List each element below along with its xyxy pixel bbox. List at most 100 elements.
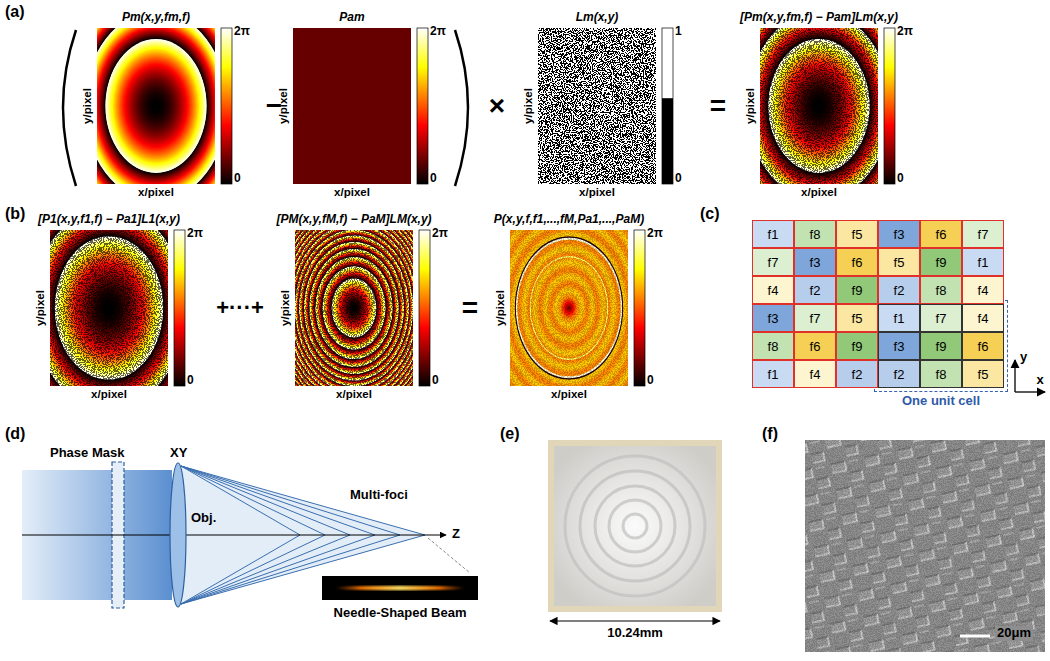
phase-image (137, 80, 176, 131)
phase-image (510, 230, 628, 386)
phase-image (50, 230, 168, 386)
phase-image (50, 230, 168, 386)
phase-image (127, 67, 186, 145)
phase-image (130, 72, 182, 140)
phase-image (760, 28, 878, 184)
phase-image (760, 28, 878, 184)
phase-image (139, 84, 173, 129)
phase-image (760, 28, 878, 184)
phase-image (97, 28, 215, 184)
phase-image (50, 230, 168, 386)
phase-image (295, 230, 413, 386)
phase-image (295, 230, 413, 386)
phase-image (761, 29, 878, 183)
phase-image (295, 230, 413, 386)
axis-label: x/pixel (336, 388, 372, 401)
phase-image (510, 230, 628, 386)
phase-image (97, 28, 215, 184)
cell-label: f1 (978, 256, 989, 269)
phase-image (510, 230, 628, 386)
optical-setup (22, 535, 446, 536)
phase-image (510, 230, 628, 386)
phase-image (97, 28, 215, 184)
phase-image (295, 230, 413, 386)
axis-label: y/pixel (81, 88, 94, 124)
phase-image (295, 230, 413, 386)
phase-image (148, 95, 165, 117)
phase-image (111, 47, 200, 165)
grid-cell: f9 (920, 332, 962, 360)
phase-image (510, 230, 628, 386)
phase-image (110, 45, 203, 168)
sem-image (805, 440, 1045, 652)
phase-image (116, 53, 197, 160)
component-label: Needle-Shaped Beam (334, 606, 467, 621)
cell-label: f1 (768, 228, 779, 241)
phase-image (149, 97, 162, 115)
phase-image (145, 91, 167, 120)
phase-image (295, 230, 413, 386)
operator-symbol: × (489, 90, 505, 122)
phase-image (510, 230, 628, 386)
phase-image (295, 230, 413, 386)
phase-image (50, 230, 168, 386)
phase-image (50, 230, 168, 386)
phase-image (295, 230, 413, 386)
phase-image (97, 28, 215, 184)
phase-image (760, 28, 878, 184)
grid-cell: f6 (920, 220, 962, 248)
cell-label: f6 (978, 340, 989, 353)
phase-image (510, 230, 628, 386)
phase-image (50, 230, 168, 386)
phase-image (51, 231, 168, 385)
colorbar (634, 230, 645, 386)
phase-image (50, 230, 168, 386)
phase-image (510, 230, 628, 386)
phase-image (295, 230, 413, 386)
phase-image (132, 74, 181, 139)
phase-image (295, 230, 413, 386)
colorbar (419, 230, 430, 386)
phase-image (760, 28, 878, 184)
phase-image (295, 230, 413, 386)
phase-image (760, 28, 878, 184)
colorbar-tick: 0 (897, 172, 904, 186)
phase-image (50, 230, 168, 386)
cell-label: f5 (894, 256, 905, 269)
phase-image (104, 37, 209, 176)
phase-image (97, 28, 215, 184)
phase-image (510, 230, 628, 386)
phase-image (760, 28, 878, 184)
phase-image (50, 230, 168, 386)
phase-image (510, 230, 628, 386)
phase-image (137, 81, 175, 132)
phase-image (138, 82, 175, 131)
phase-image (119, 57, 193, 155)
phase-image (295, 230, 413, 386)
phase-image (97, 28, 215, 184)
phase-image (510, 230, 628, 386)
cell-label: f6 (852, 256, 863, 269)
phase-image (148, 96, 164, 117)
phase-image (140, 84, 173, 127)
phase-image (295, 230, 413, 386)
phase-image (50, 230, 168, 386)
phase-image (97, 28, 215, 184)
cell-label: f7 (768, 256, 779, 269)
phase-image (510, 230, 628, 386)
cell-label: f3 (894, 228, 905, 241)
phase-image (295, 230, 413, 386)
phase-images (24, 0, 904, 420)
axis-label: y/pixel (277, 88, 290, 124)
phase-image (510, 230, 628, 386)
component-label: XY (170, 446, 187, 461)
phase-image (144, 90, 169, 123)
phase-image (99, 30, 214, 182)
phase-image (97, 28, 215, 184)
phase-image (295, 230, 413, 386)
colorbar (221, 28, 232, 184)
phase-image (136, 79, 176, 132)
phase-image (50, 230, 168, 386)
grid-cell: f8 (794, 220, 836, 248)
coordinate-axes (1014, 360, 1015, 392)
